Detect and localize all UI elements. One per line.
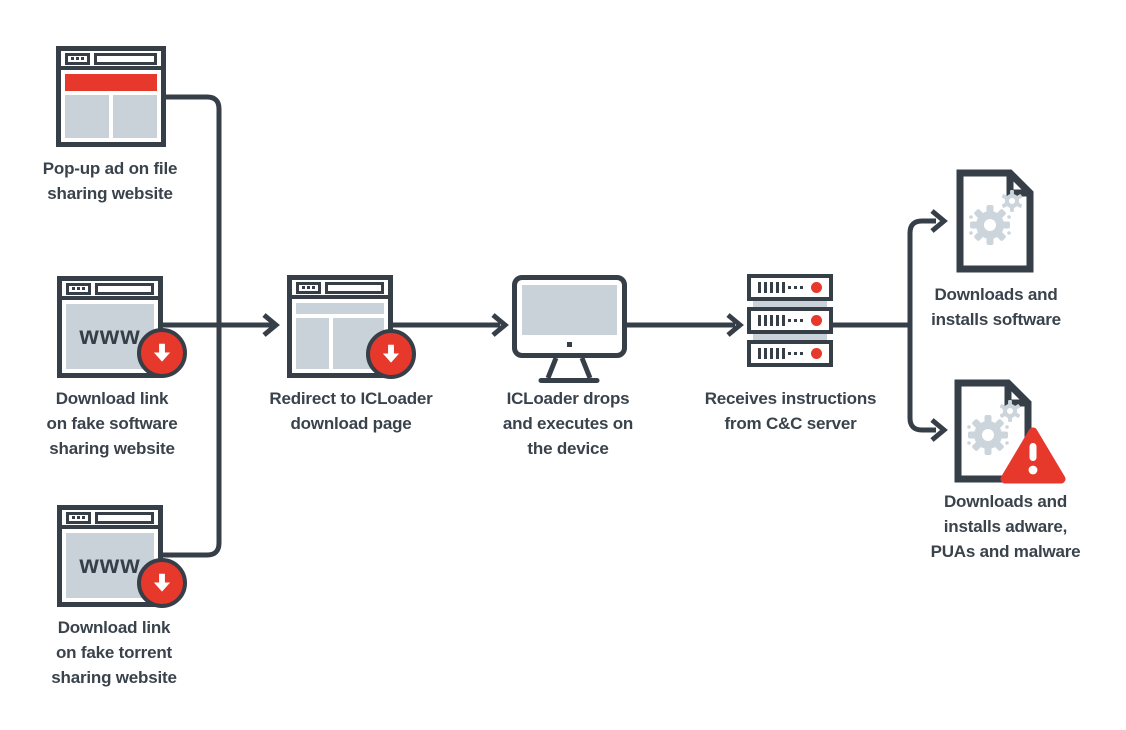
label-device: ICLoader drops and executes on the devic…	[502, 389, 634, 458]
monitor-button-icon	[567, 341, 572, 347]
connector-branch-down	[907, 325, 936, 433]
server-light-icon	[811, 348, 822, 359]
ad-banner	[65, 74, 157, 91]
browser-menu-dots-icon	[65, 52, 90, 65]
connector-branch-up	[907, 218, 936, 325]
label-installs-software: Downloads and installs software	[931, 285, 1061, 329]
label-popup-ad: Pop-up ad on file sharing website	[42, 159, 178, 203]
server-joint	[753, 301, 827, 307]
arrowhead-branch-up	[930, 209, 948, 233]
browser-titlebar	[62, 510, 158, 529]
browser-menu-dots-icon	[66, 511, 91, 524]
browser-menu-dots-icon	[296, 281, 321, 294]
server-light-icon	[811, 315, 822, 326]
browser-menu-dots-icon	[66, 282, 91, 295]
server-light-icon	[811, 282, 822, 293]
arrowhead-branch-down	[930, 418, 948, 442]
label-redirect: Redirect to ICLoader download page	[269, 389, 433, 433]
browser-address-bar	[95, 511, 154, 524]
server-unit	[747, 307, 833, 334]
label-fake-torrent: Download link on fake torrent sharing we…	[51, 618, 177, 687]
arrowhead-to-redirect	[262, 313, 280, 337]
browser-address-bar	[95, 282, 154, 295]
arrowhead-to-server	[726, 313, 744, 337]
download-arrow-icon	[153, 343, 171, 362]
gears-icon	[969, 190, 1023, 245]
page-banner	[296, 303, 384, 314]
monitor-icon	[512, 275, 627, 358]
download-badge-icon	[137, 328, 187, 378]
warning-triangle-icon	[1000, 427, 1066, 484]
server-unit	[747, 274, 833, 301]
browser-titlebar	[61, 51, 161, 70]
monitor-chin	[517, 335, 622, 353]
download-arrow-icon	[153, 573, 171, 592]
monitor-screen	[522, 285, 617, 335]
download-badge-icon	[366, 329, 416, 379]
download-badge-icon	[137, 558, 187, 608]
label-server: Receives instructions from C&C server	[704, 389, 877, 433]
software-document-icon	[956, 169, 1034, 273]
popup-ad-browser-icon	[56, 46, 166, 147]
server-joint	[753, 334, 827, 340]
page-panel	[296, 318, 330, 369]
arrowhead-to-device	[491, 313, 509, 337]
monitor-stand-icon	[538, 357, 600, 383]
page-panel	[65, 95, 109, 138]
browser-titlebar	[292, 280, 388, 299]
page-panel	[113, 95, 157, 138]
gears-icon	[967, 400, 1021, 455]
fake-torrent-browser-icon: www	[57, 505, 163, 607]
download-arrow-icon	[382, 344, 400, 363]
server-stack-icon	[747, 274, 833, 367]
label-installs-malware: Downloads and installs adware, PUAs and …	[930, 492, 1081, 561]
browser-address-bar	[94, 52, 157, 65]
browser-content	[61, 70, 161, 142]
label-fake-software: Download link on fake software sharing w…	[46, 389, 178, 458]
server-unit	[747, 340, 833, 367]
browser-titlebar	[62, 281, 158, 300]
browser-address-bar	[325, 281, 384, 294]
